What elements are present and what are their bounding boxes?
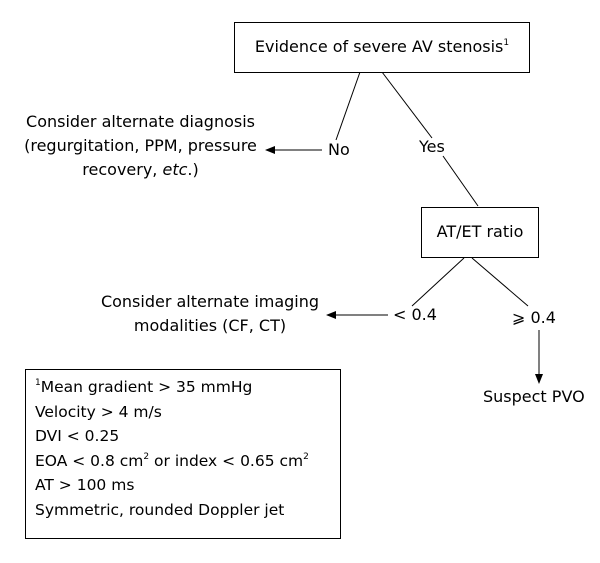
criterion-at: AT > 100 ms — [35, 476, 135, 494]
node-alternate-diagnosis: Consider alternate diagnosis (regurgitat… — [18, 110, 263, 182]
node-severe-av-stenosis-label: Evidence of severe AV stenosis — [254, 37, 504, 56]
edge-label-yes: Yes — [419, 137, 445, 156]
criterion-velocity: Velocity > 4 m/s — [35, 402, 162, 421]
alt-diagnosis-line-1: Consider alternate diagnosis — [26, 112, 255, 131]
alt-imaging-line-2: modalities (CF, CT) — [133, 316, 287, 335]
edge-label-no: No — [328, 140, 350, 159]
node-at-et-ratio-label: AT/ET ratio — [436, 222, 524, 241]
criterion-doppler-jet: Symmetric, rounded Doppler jet — [35, 500, 285, 519]
node-at-et-ratio: AT/ET ratio — [421, 207, 539, 258]
edge-label-greater-equal: ⩾ 0.4 — [512, 308, 556, 327]
footnote-marker: 1 — [503, 38, 510, 48]
edge-yes-to-ratio — [442, 155, 479, 207]
alt-diagnosis-line-2: (regurgitation, PPM, pressure — [24, 136, 257, 155]
edge-ratio-to-lt — [411, 257, 465, 307]
criterion-dvi: DVI < 0.25 — [35, 427, 120, 445]
node-suspect-pvo: Suspect PVO — [483, 387, 585, 406]
criterion-mean-gradient: 1Mean gradient > 35 mmHg — [35, 378, 253, 396]
edge-ratio-to-ge — [471, 257, 529, 307]
node-alternate-imaging: Consider alternate imaging modalities (C… — [92, 290, 328, 338]
alt-imaging-line-1: Consider alternate imaging — [100, 292, 320, 311]
node-severe-av-stenosis: Evidence of severe AV stenosis1 — [234, 22, 530, 73]
criterion-eoa: EOA < 0.8 cm2 or index < 0.65 cm2 — [35, 451, 309, 470]
edge-top-to-no — [335, 71, 361, 141]
footnote-criteria-box: 1Mean gradient > 35 mmHg Velocity > 4 m/… — [25, 369, 341, 539]
edge-top-to-yes — [381, 71, 433, 139]
edge-label-less-than: < 0.4 — [393, 305, 437, 324]
alt-diagnosis-line-3: recovery, etc.) — [82, 160, 199, 179]
